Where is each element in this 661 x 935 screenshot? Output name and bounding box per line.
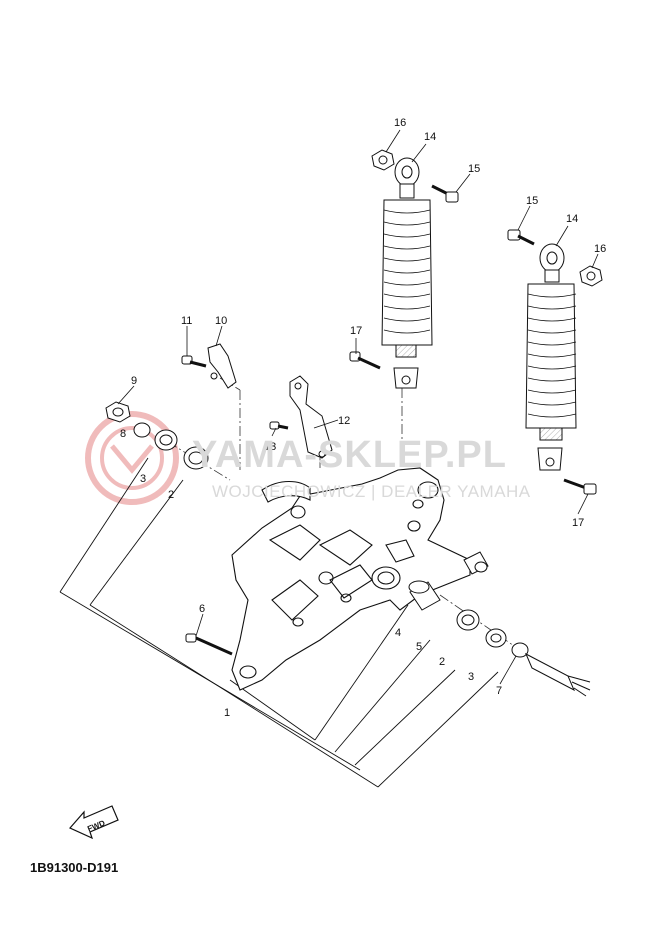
bracket-arm (231, 467, 471, 691)
bolt-13 (269, 421, 289, 430)
diagram-code: 1B91300-D191 (30, 860, 119, 875)
bolt-17-right (563, 478, 597, 495)
collar-8 (133, 422, 151, 438)
callout-3-left: 3 (140, 473, 146, 485)
callout-8: 8 (120, 428, 126, 440)
bearing-2-right (456, 609, 480, 631)
shock-absorber-left (381, 157, 433, 389)
callout-14-right: 14 (566, 213, 578, 225)
callout-14-left: 14 (424, 131, 436, 143)
callout-11: 11 (181, 315, 192, 327)
bolt-15-right (507, 229, 535, 246)
callout-10: 10 (215, 315, 227, 327)
oil-seal-3-right (485, 628, 507, 648)
bearing-2-left (183, 446, 209, 470)
watermark-text: YAMA-SKLEP.PL (192, 434, 507, 476)
bracket-10 (207, 343, 237, 389)
nut-16-right (579, 265, 603, 287)
callout-7: 7 (496, 685, 502, 697)
callout-4: 4 (395, 627, 401, 639)
callout-16-right: 16 (594, 243, 606, 255)
callout-12: 12 (338, 415, 350, 427)
watermark-subtext: WOJCIECHOWICZ | DEALER YAMAHA (212, 482, 531, 501)
callout-2-right: 2 (439, 656, 445, 668)
callout-13: 13 (264, 441, 276, 453)
callout-3-right: 3 (468, 671, 474, 683)
bolt-11 (181, 355, 207, 368)
callout-2-left: 2 (168, 489, 174, 501)
callout-9: 9 (131, 375, 137, 387)
fwd-arrow-icon: FWD (69, 805, 119, 840)
callout-16-left: 16 (394, 117, 406, 129)
callout-15-right: 15 (526, 195, 538, 207)
callout-1: 1 (224, 707, 230, 719)
collar-7 (511, 642, 591, 697)
bolt-17-left (349, 351, 381, 370)
bolt-15-left (431, 184, 459, 203)
shock-absorber-right (525, 243, 577, 471)
callout-6: 6 (199, 603, 205, 615)
collar-4 (408, 580, 441, 611)
callout-17-right: 17 (572, 517, 584, 529)
watermark-logo (85, 411, 179, 505)
callout-5: 5 (416, 641, 422, 653)
callout-leaders (117, 129, 599, 685)
bracket-12 (289, 375, 333, 459)
oil-seal-3-left (154, 429, 178, 451)
callout-labels: 1 2 2 3 3 4 5 6 7 8 9 10 11 12 13 14 14 … (120, 117, 606, 719)
nut-16-left (371, 149, 395, 171)
bushing-5 (463, 551, 489, 575)
callout-17-left: 17 (350, 325, 362, 337)
callout-15-left: 15 (468, 163, 480, 175)
callout-lines (59, 457, 499, 788)
nut-9 (105, 401, 131, 423)
bolt-6 (185, 633, 233, 656)
